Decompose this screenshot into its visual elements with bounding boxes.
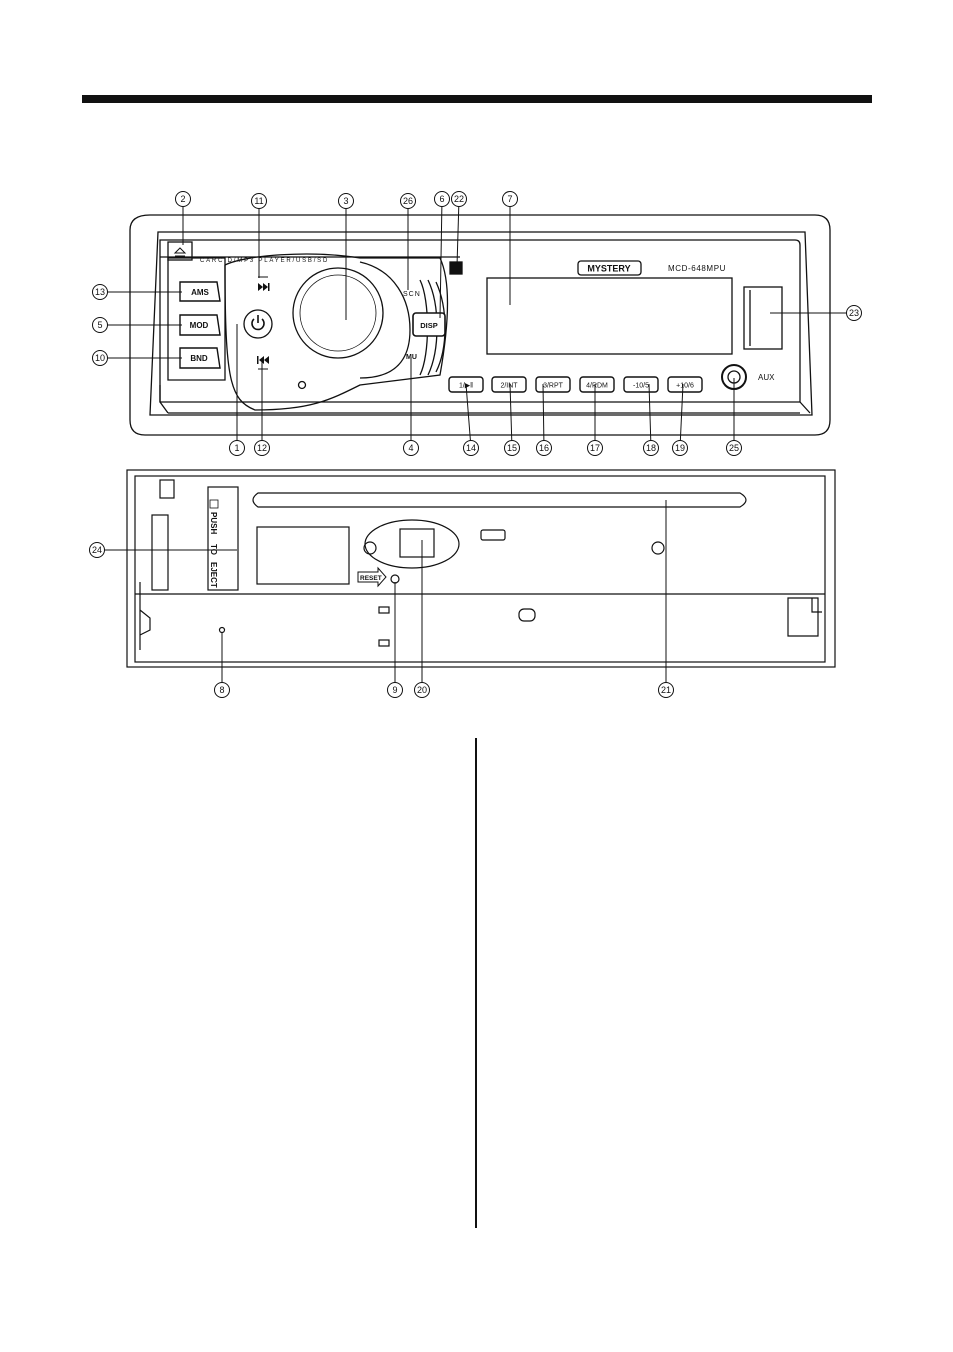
tagline-text: CARC D/MP3 PLAYER/USB/SD	[200, 258, 329, 264]
brand-text: MYSTERY	[587, 264, 630, 274]
back-tab-left	[160, 480, 174, 498]
ir-receiver	[450, 262, 462, 274]
connector-block	[400, 529, 434, 557]
preset-label-3: 3/RPT	[543, 383, 564, 390]
aux-label: AUX	[758, 373, 775, 382]
callout-number-24: 24	[92, 545, 102, 555]
callout-number-1: 1	[234, 443, 239, 453]
scn-label: SCN	[403, 291, 421, 298]
to-label: TO	[209, 544, 218, 555]
reset-label: RESET	[360, 575, 382, 582]
push-label: PUSH	[209, 512, 218, 534]
callout-number-22: 22	[454, 194, 464, 204]
volume-knob[interactable]	[293, 268, 383, 358]
leader-line-18	[649, 384, 651, 448]
preset-label-5: -10/5	[633, 383, 649, 390]
reset-button[interactable]	[391, 575, 399, 583]
back-window	[257, 527, 349, 584]
power-icon	[252, 315, 264, 329]
disp-label: DISP	[420, 321, 438, 330]
callout-number-25: 25	[729, 443, 739, 453]
preset-label-4: 4/RDM	[586, 383, 608, 390]
leader-line-16	[543, 384, 544, 448]
callout-group: 2113266227135102311241415161718192524892…	[90, 192, 862, 698]
callout-number-11: 11	[254, 196, 263, 206]
callout-number-18: 18	[646, 443, 656, 453]
bnd-label: BND	[190, 354, 208, 363]
leader-line-19	[680, 384, 683, 448]
mic-hole	[299, 382, 306, 389]
callout-number-19: 19	[675, 443, 685, 453]
callout-number-26: 26	[403, 196, 413, 206]
ams-label: AMS	[191, 288, 209, 297]
callout-number-16: 16	[539, 443, 549, 453]
connector-oval	[365, 520, 459, 568]
callout-number-21: 21	[661, 685, 671, 695]
power-button[interactable]	[244, 310, 272, 338]
lcd-display	[487, 278, 732, 354]
leader-line-15	[510, 384, 512, 448]
next-track-icon	[258, 277, 270, 291]
cd-slot	[253, 493, 746, 507]
callout-number-8: 8	[219, 685, 224, 695]
callout-number-9: 9	[392, 685, 397, 695]
column-divider	[475, 738, 477, 1228]
callout-number-4: 4	[408, 443, 413, 453]
left-buttons: AMS MOD BND	[180, 282, 220, 368]
callout-number-2: 2	[180, 194, 185, 204]
callout-number-14: 14	[466, 443, 476, 453]
callout-number-7: 7	[507, 194, 512, 204]
callout-number-20: 20	[417, 685, 427, 695]
callout-number-10: 10	[95, 353, 105, 363]
prev-track-icon	[257, 356, 269, 369]
callout-number-17: 17	[590, 443, 600, 453]
back-panel	[127, 470, 835, 667]
callout-number-3: 3	[343, 196, 348, 206]
callout-number-5: 5	[97, 320, 102, 330]
callout-number-6: 6	[439, 194, 444, 204]
eject-label: EJECT	[209, 562, 218, 588]
model-text: MCD-648MPU	[668, 264, 726, 273]
eject-icon	[175, 248, 185, 256]
back-clip-right	[788, 598, 818, 636]
mod-label: MOD	[190, 321, 209, 330]
front-panel	[130, 215, 830, 435]
callout-number-13: 13	[95, 287, 105, 297]
callout-number-15: 15	[507, 443, 517, 453]
callout-number-12: 12	[257, 443, 267, 453]
leader-line-14	[466, 384, 471, 448]
preset-label-2: 2/INT	[500, 383, 518, 390]
preset-label-6: +10/6	[676, 383, 694, 390]
callout-number-23: 23	[849, 308, 859, 318]
back-outline	[127, 470, 835, 667]
